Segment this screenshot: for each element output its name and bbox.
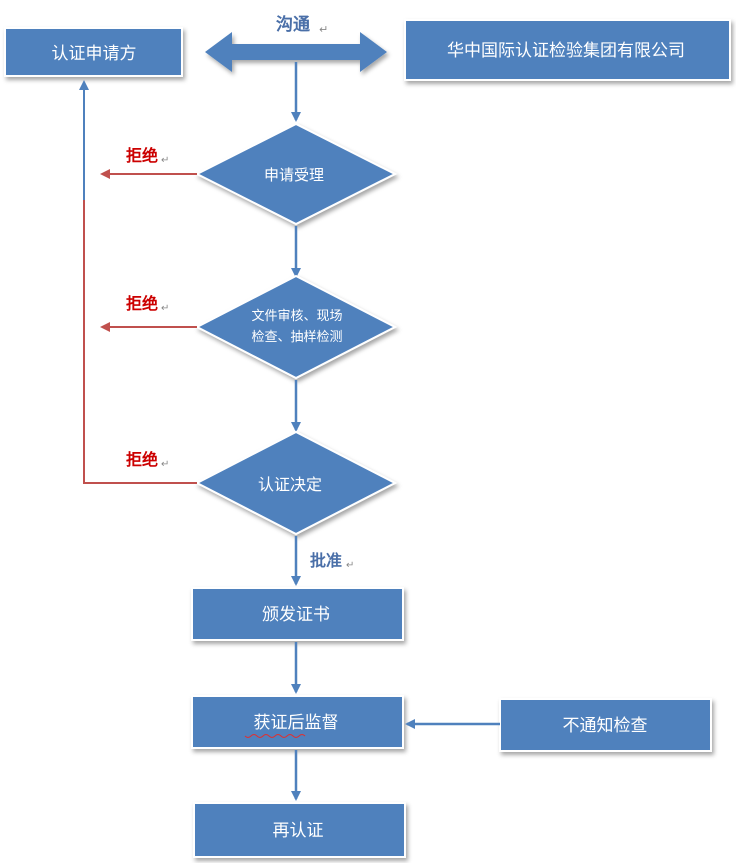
accept-label: 申请受理: [264, 166, 324, 184]
review-label-line1: 文件审核、现场: [251, 309, 342, 324]
supervise-label: 获证后监督: [254, 713, 339, 733]
spellcheck-underline: [244, 734, 306, 738]
reject-label-2: 拒绝: [126, 294, 158, 313]
communicate-label: 沟通: [276, 14, 310, 35]
company-label: 华中国际认证检验集团有限公司: [447, 41, 685, 61]
accept-diamond: [194, 122, 398, 226]
recert-label: 再认证: [273, 821, 324, 841]
communicate-double-arrow: [205, 32, 387, 72]
issue-box: [191, 587, 404, 641]
paragraph-mark: ↵: [346, 560, 354, 571]
recert-box: [193, 802, 406, 858]
paragraph-mark: ↵: [161, 459, 169, 470]
applicant-box: [4, 27, 183, 77]
reject-label-3: 拒绝: [126, 450, 158, 469]
approve-label: 批准: [310, 551, 342, 570]
unannounced-box: [499, 698, 712, 752]
supervise-box: [191, 695, 404, 749]
company-box: [404, 19, 731, 81]
paragraph-mark: ↵: [161, 303, 169, 314]
reject-loop-line: [83, 82, 197, 484]
reject-label-1: 拒绝: [126, 146, 158, 165]
unannounced-label: 不通知检查: [563, 716, 648, 736]
issue-label: 颁发证书: [262, 605, 330, 625]
paragraph-mark: ↵: [161, 155, 169, 166]
applicant-label: 认证申请方: [52, 44, 137, 64]
paragraph-mark: ↵: [319, 23, 328, 36]
decision-diamond: [194, 430, 398, 536]
review-label-line2: 检查、抽样检测: [251, 330, 342, 345]
review-diamond: [194, 274, 398, 380]
decision-label: 认证决定: [258, 475, 322, 494]
